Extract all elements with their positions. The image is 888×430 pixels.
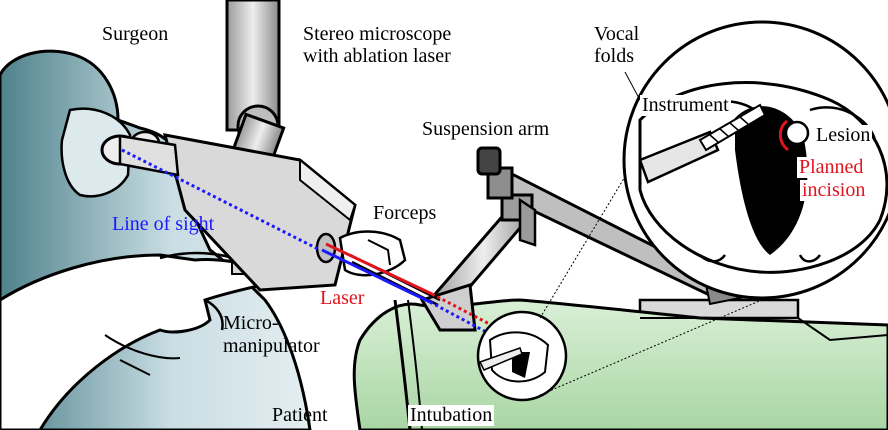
line-of-sight-label: Line of sight bbox=[112, 214, 214, 235]
forceps-label: Forceps bbox=[373, 203, 436, 224]
microscope-label-line2: with ablation laser bbox=[303, 46, 451, 67]
small-inset-view bbox=[478, 312, 566, 400]
surgeon-label: Surgeon bbox=[102, 24, 168, 45]
lesion-marker bbox=[786, 122, 808, 144]
lesion-label: Lesion bbox=[814, 125, 872, 146]
vocal-folds-label-line1: Vocal bbox=[594, 24, 639, 45]
micromanipulator-label-line1: Micro- bbox=[223, 313, 279, 334]
planned-incision-label-line1: Planned bbox=[797, 157, 865, 178]
suspension-arm-label: Suspension arm bbox=[422, 119, 549, 140]
vocal-folds-label-line2: folds bbox=[594, 46, 634, 67]
planned-incision-label-line2: incision bbox=[800, 180, 867, 201]
patient-label: Patient bbox=[272, 405, 328, 426]
instrument-label: Instrument bbox=[640, 95, 731, 116]
micromanipulator-label-line2: manipulator bbox=[223, 336, 320, 357]
microscope-label-line1: Stereo microscope bbox=[303, 24, 451, 45]
laser-label: Laser bbox=[320, 288, 364, 309]
intubation-label: Intubation bbox=[408, 405, 494, 426]
